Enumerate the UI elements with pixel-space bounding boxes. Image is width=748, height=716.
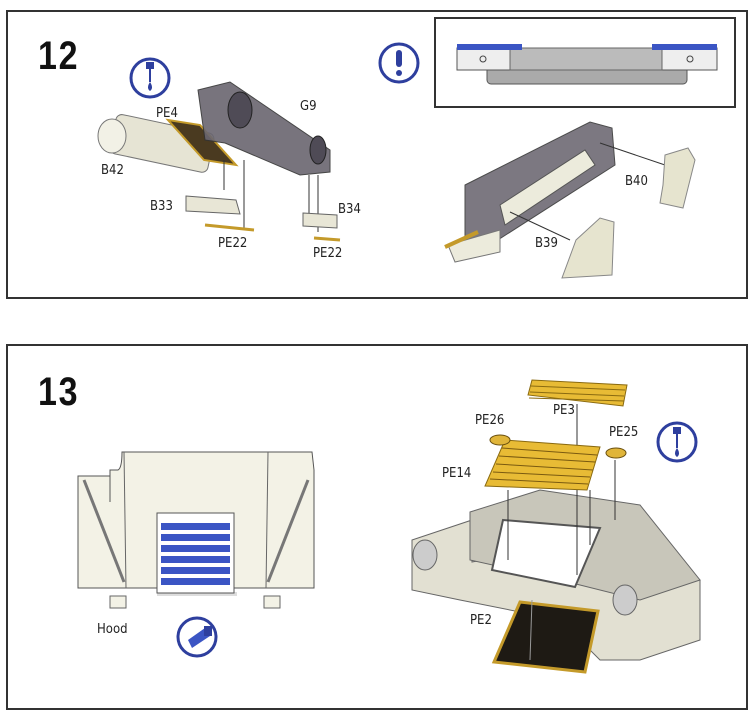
- label-b42: B42: [101, 163, 124, 178]
- part-pe14: [484, 439, 601, 491]
- inset-front-view: [434, 17, 736, 108]
- part-b34: [302, 212, 338, 229]
- part-pe4: [165, 118, 239, 167]
- part-pe25: [605, 447, 627, 459]
- label-pe2: PE2: [470, 613, 492, 628]
- paint-icon: [176, 616, 218, 658]
- part-b40: [659, 147, 696, 209]
- glue-icon: [129, 57, 171, 99]
- label-b33: B33: [150, 199, 173, 214]
- label-b39: B39: [535, 236, 558, 251]
- label-pe26: PE26: [475, 413, 505, 428]
- step-number: 13: [38, 370, 80, 414]
- part-g9: [197, 81, 331, 176]
- label-pe22: PE22: [218, 236, 248, 251]
- part-pe2: [491, 600, 600, 674]
- label-pe14: PE14: [442, 466, 472, 481]
- part-pe22: [204, 223, 255, 232]
- label-g9: G9: [300, 99, 317, 114]
- part-pe22: [313, 236, 341, 242]
- label-b34: B34: [338, 202, 361, 217]
- label-b40: B40: [625, 174, 648, 189]
- part-pe26: [489, 434, 511, 446]
- part-b33: [185, 195, 241, 215]
- assembled-grille: [444, 121, 616, 263]
- hood-isometric: [411, 489, 701, 661]
- part-b39: [561, 217, 615, 279]
- hood-vent-grille: [156, 512, 235, 594]
- glue-icon: [656, 421, 698, 463]
- label-hood: Hood: [97, 622, 128, 637]
- part-pe3: [527, 379, 628, 407]
- label-pe4: PE4: [156, 106, 178, 121]
- label-pe25: PE25: [609, 425, 639, 440]
- label-pe22: PE22: [313, 246, 343, 261]
- step-number: 12: [38, 34, 80, 78]
- attention-icon: [378, 42, 420, 84]
- label-pe3: PE3: [553, 403, 575, 418]
